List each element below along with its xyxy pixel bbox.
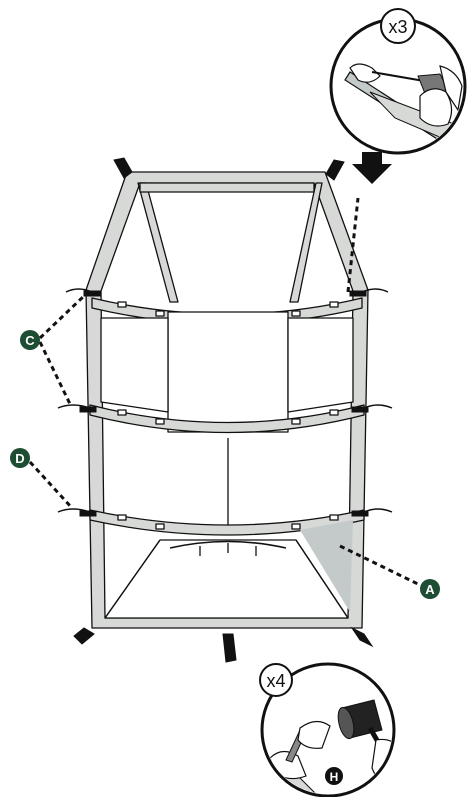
inner-floor (104, 539, 349, 619)
top-inset-multiplier: x3 (388, 17, 407, 37)
clip-top-left (113, 157, 133, 179)
bottom-inset-multiplier: x4 (266, 671, 285, 691)
side-buckles (79, 290, 369, 517)
clip-bottom-left (73, 627, 95, 645)
clip-top-right (325, 159, 345, 181)
callout-d-label: D (15, 451, 24, 466)
leader-lines (28, 197, 421, 587)
clip-bottom-center (222, 633, 237, 663)
fabric-shade (300, 520, 353, 612)
door-panel-upper (167, 311, 289, 433)
roof-poles (137, 182, 323, 303)
leader-c-lower (38, 341, 72, 405)
side-panel-right (287, 317, 354, 413)
leader-d (28, 460, 74, 510)
strap-clips (117, 301, 339, 530)
ridge-band (139, 182, 315, 193)
callout-h-label: H (330, 770, 339, 784)
middle-strap (89, 404, 365, 434)
bottom-detail-inset: x4 H (259, 662, 396, 797)
leader-c-upper (38, 294, 86, 340)
callout-h: H (325, 767, 343, 785)
corner-clips (57, 157, 393, 663)
top-detail-inset: x3 (329, 8, 467, 184)
clip-bottom-right (350, 626, 374, 648)
leader-a (339, 544, 421, 587)
callout-d: D (10, 448, 30, 468)
callout-c-label: C (25, 333, 35, 348)
leader-top-inset (346, 197, 360, 293)
callout-c: C (20, 330, 40, 350)
callout-a-label: A (425, 582, 435, 597)
tent-body (85, 171, 369, 629)
side-panel-left (100, 317, 169, 413)
callout-a: A (420, 579, 440, 599)
down-arrow-icon (352, 152, 392, 184)
